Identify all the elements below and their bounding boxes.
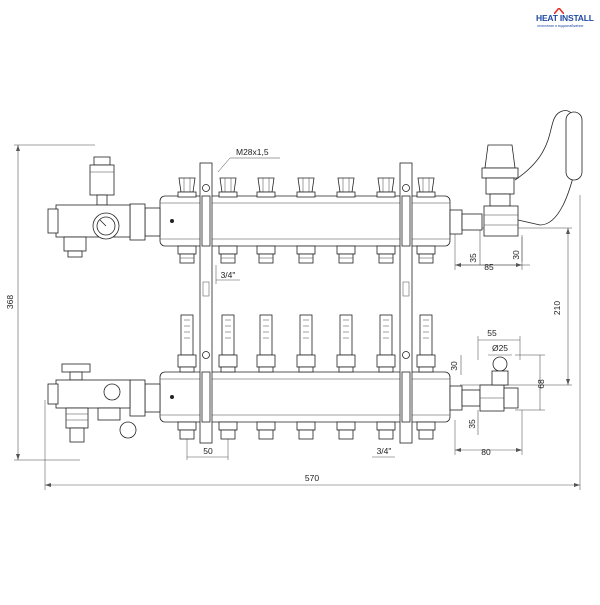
lower-manifold bbox=[129, 371, 481, 423]
house-roof-icon bbox=[554, 8, 564, 14]
dimension-total-height bbox=[14, 144, 95, 461]
label-total-width: 570 bbox=[305, 473, 319, 483]
upper-left-assembly bbox=[47, 156, 131, 258]
label-lower-valve-height: 68 bbox=[536, 379, 546, 389]
label-thread: M28x1,5 bbox=[236, 147, 269, 157]
label-upper-pipe-height: 35 bbox=[468, 253, 478, 263]
label-outlet-thread-upper: 3/4" bbox=[221, 270, 236, 280]
lower-outlets bbox=[177, 421, 436, 440]
lower-left-assembly bbox=[47, 363, 137, 443]
label-lower-fitting-height: 30 bbox=[449, 361, 459, 371]
upper-right-actuator bbox=[481, 110, 583, 237]
label-lower-valve-diameter: Ø25 bbox=[492, 343, 508, 353]
dimension-total-width bbox=[44, 195, 581, 490]
label-lower-pipe-height: 35 bbox=[467, 419, 477, 429]
label-outlet-pitch: 50 bbox=[203, 446, 213, 456]
mounting-brackets bbox=[199, 162, 413, 444]
dimension-outlet-pitch bbox=[186, 430, 395, 460]
lower-flowmeters bbox=[177, 314, 436, 373]
label-total-height: 368 bbox=[5, 295, 15, 309]
label-lower-right-offset: 80 bbox=[481, 447, 491, 457]
dimension-lower-right bbox=[454, 336, 545, 455]
dimension-outlet-thread-upper bbox=[215, 265, 240, 284]
label-upper-right-offset: 85 bbox=[484, 262, 494, 272]
lower-right-valve bbox=[479, 356, 519, 412]
label-upper-valve-height: 30 bbox=[511, 250, 521, 260]
label-outlet-thread-lower: 3/4" bbox=[377, 446, 392, 456]
upper-manifold bbox=[129, 195, 483, 247]
upper-outlets bbox=[177, 245, 436, 264]
brand-logo: HEAT INSTALL отопление и водоснабжение bbox=[536, 8, 596, 33]
label-rail-spacing: 210 bbox=[552, 301, 562, 315]
brand-tagline: отопление и водоснабжение bbox=[537, 24, 584, 28]
brand-name: HEAT INSTALL bbox=[536, 13, 594, 23]
thread-callout bbox=[217, 157, 280, 173]
upper-valve-heads bbox=[177, 177, 436, 198]
label-lower-valve-width: 55 bbox=[487, 328, 497, 338]
